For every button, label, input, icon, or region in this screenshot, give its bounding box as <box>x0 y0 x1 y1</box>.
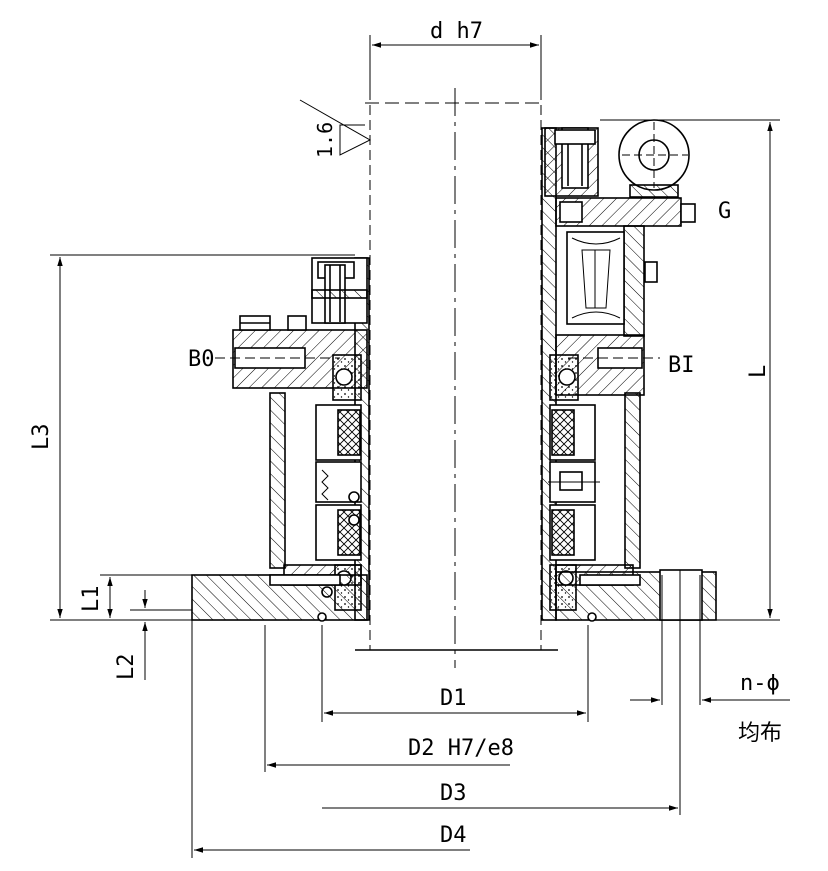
label-g: G <box>718 199 731 224</box>
dim-d3-label: D3 <box>440 781 467 806</box>
dim-d1-label: D1 <box>440 686 467 711</box>
right-half-section <box>541 119 717 622</box>
dim-d4-label: D4 <box>440 823 467 848</box>
dim-l2-label: L2 <box>114 654 139 681</box>
dim-l-label: L <box>746 365 771 378</box>
evenly-distributed-label: 均布 <box>738 721 782 746</box>
surface-finish-label: 1.6 <box>313 122 337 158</box>
label-bi: BI <box>668 353 695 378</box>
dim-l3-label: L3 <box>29 424 54 451</box>
dim-d-h7-label: d h7 <box>430 19 483 44</box>
n-phi-label: n-ϕ <box>740 671 780 696</box>
dim-l1-label: L1 <box>79 586 104 613</box>
label-b0: B0 <box>188 347 215 372</box>
left-half-section <box>191 257 370 622</box>
dim-d2-label: D2 H7/e8 <box>408 736 514 761</box>
dimension-lines <box>50 35 790 858</box>
